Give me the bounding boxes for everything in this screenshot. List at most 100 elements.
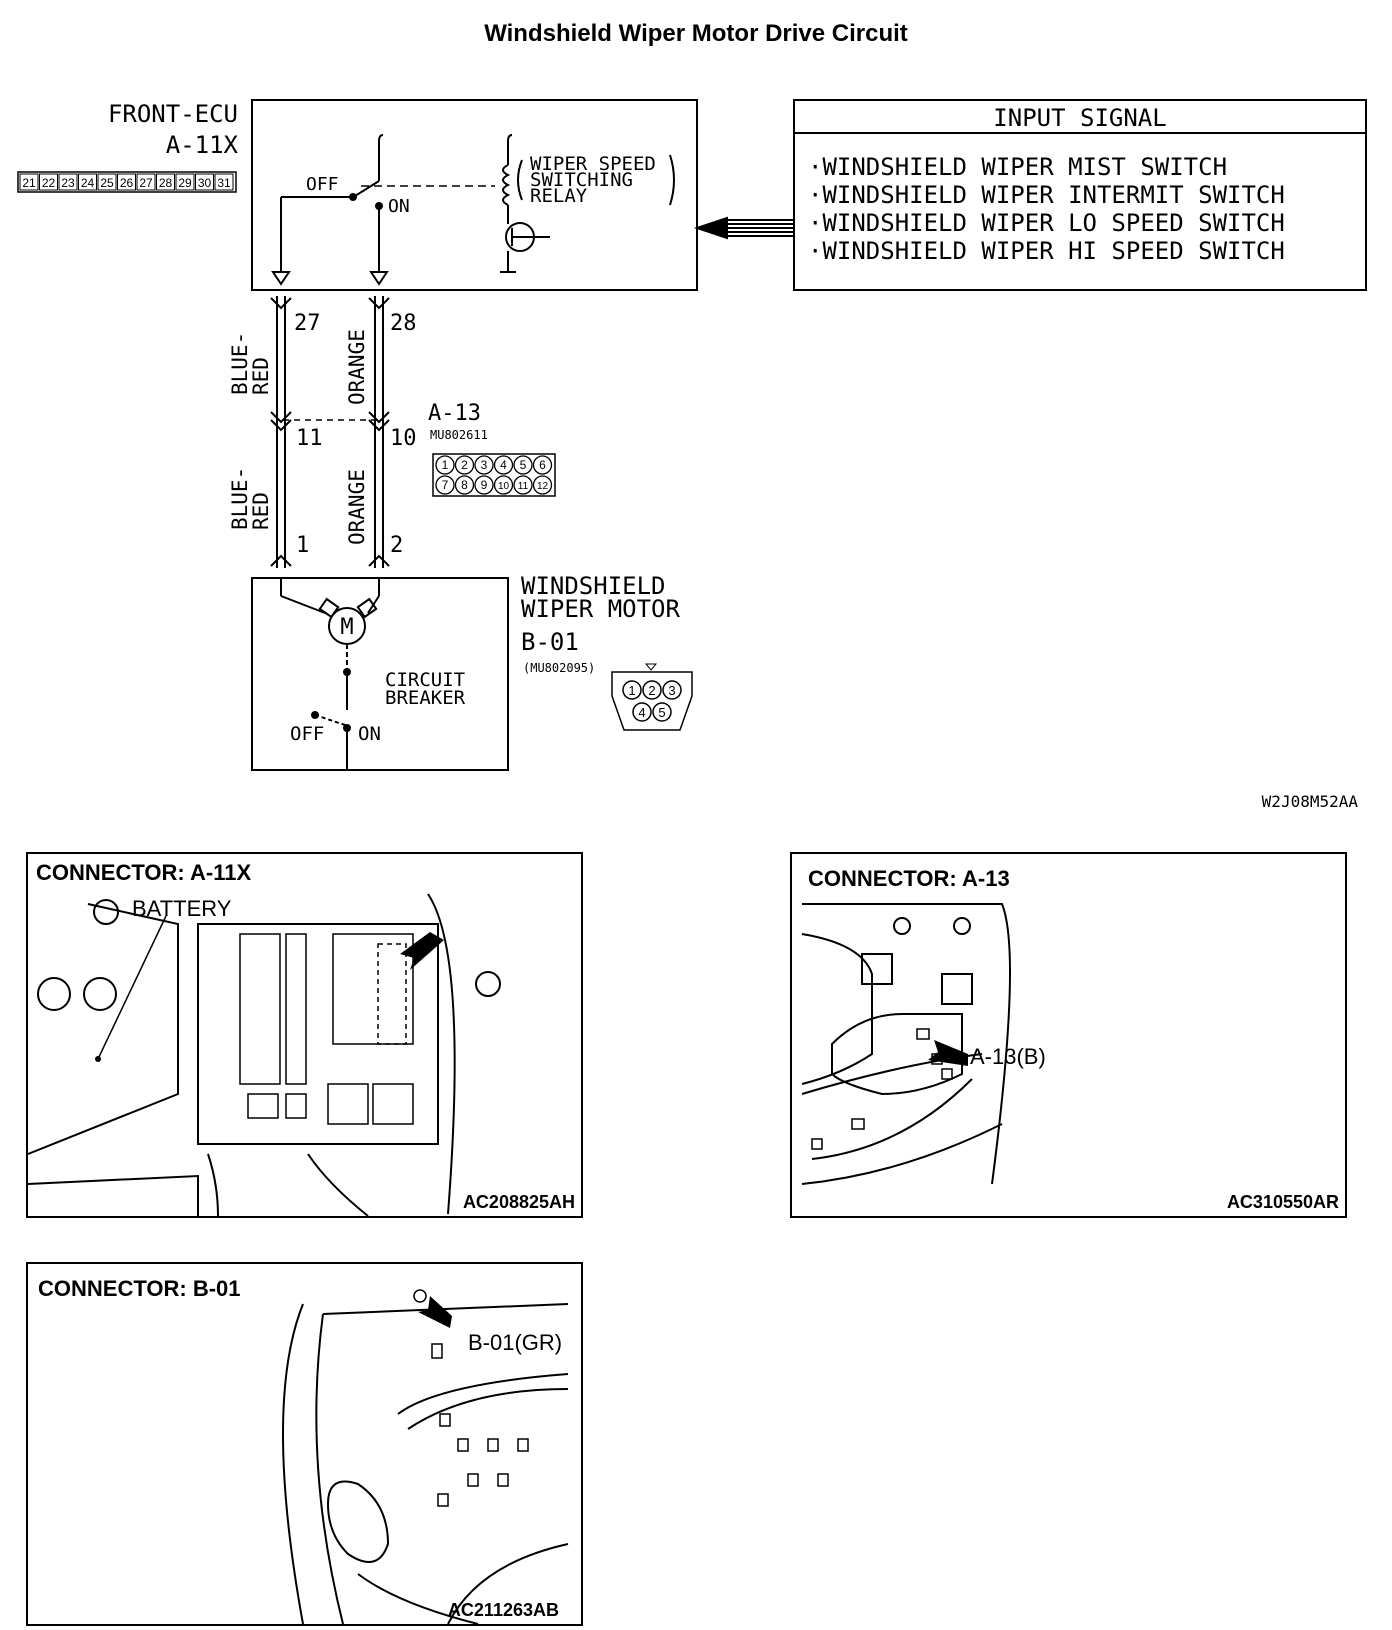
a11x-pin-label: 24 [81,176,95,190]
a11x-pin-label: 22 [42,176,56,190]
a11x-pin [97,173,117,191]
b01-pin-label: 3 [668,683,675,698]
a13-pin-11: 11 [296,426,323,451]
wire-color-upper-right: ORANGE [345,329,369,405]
engine-bay-illustration [282,1289,569,1625]
engine-bay-illustration [27,893,501,1217]
wiper-motor-box [251,577,509,771]
input-signal-item: ·WINDSHIELD WIPER HI SPEED SWITCH [808,237,1285,265]
ecu-switch-on-label: ON [388,196,410,217]
a11x-pin [156,173,175,191]
a13-callout: A-13(B) [970,1044,1046,1069]
a11x-pin [39,173,58,191]
motor-name-line1: WINDSHIELD [521,572,666,600]
motor-switch-off-label: OFF [290,723,324,745]
a11x-pin [19,173,39,191]
a11x-pin-label: 26 [120,176,134,190]
a11x-pin-label: 25 [100,176,114,190]
b01-pin [652,702,672,722]
connector-b01-title: CONNECTOR: B-01 [38,1276,241,1301]
motor-symbol: M [340,615,353,640]
a13-part-number: MU802611 [430,428,488,442]
wire-color-lower-left-line2: RED [249,492,273,530]
ecu-pin-27: 27 [294,311,321,336]
a11x-pin-label: 21 [22,176,36,190]
a13-pin [435,455,455,475]
wire-color-upper-left-line1: BLUE- [228,332,252,395]
a13-pin-10: 10 [390,426,417,451]
a13-pin-label: 10 [498,481,510,492]
wire-color-lower-right: ORANGE [345,469,369,545]
battery-callout: BATTERY [132,896,232,921]
connector-b01-code: AC211263AB [447,1600,559,1620]
a13-pin [454,455,475,475]
wire-color-lower-left-line1: BLUE- [228,467,252,530]
ecu-connector-label: A-11X [166,131,239,159]
a13-pin [513,475,533,495]
a13-name: A-13 [428,401,481,426]
wire-harness [270,296,390,568]
relay-label-line3: RELAY [530,185,588,207]
b01-pin-label: 1 [628,683,635,698]
a11x-pin [175,173,195,191]
a13-pin [435,475,455,495]
b01-pin-label: 4 [638,705,645,720]
a13-pin-label: 8 [461,478,468,492]
ecu-pin-28: 28 [390,311,417,336]
a13-pin-label: 2 [461,458,468,472]
circuit-breaker-line1: CIRCUIT [385,669,465,691]
a13-pin [532,475,553,495]
b01-pin [622,680,642,700]
a13-pin [474,455,494,475]
a11x-pin-label: 29 [178,176,192,190]
motor-pin-1: 1 [296,533,309,558]
a13-pin [493,455,514,475]
a13-pin-label: 3 [481,458,488,472]
input-signal-heading: INPUT SIGNAL [993,104,1166,132]
input-signal-box [793,99,1367,291]
connector-a13-panel: CONNECTOR: A-13 A-13(B) AC310550AR [790,852,1347,1218]
motor-connector-label: B-01 [521,628,579,656]
input-signal-item: ·WINDSHIELD WIPER INTERMIT SWITCH [808,181,1285,209]
a11x-pin-label: 27 [139,176,153,190]
connector-b01-panel: CONNECTOR: B-01 B-01(GR) AC211263AB [26,1262,583,1626]
connector-a11x-code: AC208825AH [462,1192,575,1212]
connector-a11x-title: CONNECTOR: A-11X [36,860,252,885]
a11x-pin [58,173,78,191]
a13-pin [532,455,553,475]
b01-pin-label: 2 [648,683,655,698]
a11x-pin [214,173,234,191]
a11x-pin-label: 30 [198,176,212,190]
a11x-pin-strip: 21 22 23 24 25 26 27 28 29 30 31 [17,171,237,193]
a13-pin-label: 6 [539,458,546,472]
connector-a13-code: AC310550AR [1226,1192,1339,1212]
motor-switch-on-label: ON [358,723,381,745]
b01-pin [632,702,652,722]
front-ecu-box [251,99,698,291]
ecu-name: FRONT-ECU [108,100,238,128]
a11x-pin [117,173,136,191]
a13-pin-label: 4 [500,458,507,472]
b01-callout: B-01(GR) [468,1330,563,1355]
ecu-switch-off-label: OFF [306,174,339,195]
a13-pin [454,475,475,495]
page-title: Windshield Wiper Motor Drive Circuit [484,20,908,47]
a11x-pin-label: 23 [61,176,75,190]
a11x-pin-label: 28 [159,176,173,190]
a13-pin-label: 5 [520,458,527,472]
diagram-code: W2J08M52AA [1262,792,1359,811]
a13-pin-label: 9 [481,478,488,492]
a13-pin-label: 1 [442,458,449,472]
ecu-internal-circuit [271,134,794,286]
a11x-pin-label: 31 [217,176,231,190]
a13-pin-label: 12 [537,481,549,492]
engine-bay-illustration [801,903,1011,1185]
a13-pin [513,455,533,475]
relay-label-line2: SWITCHING [530,169,633,191]
b01-pin [662,680,682,700]
motor-name-line2: WIPER MOTOR [521,595,680,623]
circuit-breaker-line2: BREAKER [385,687,466,709]
a13-pin [493,475,514,495]
